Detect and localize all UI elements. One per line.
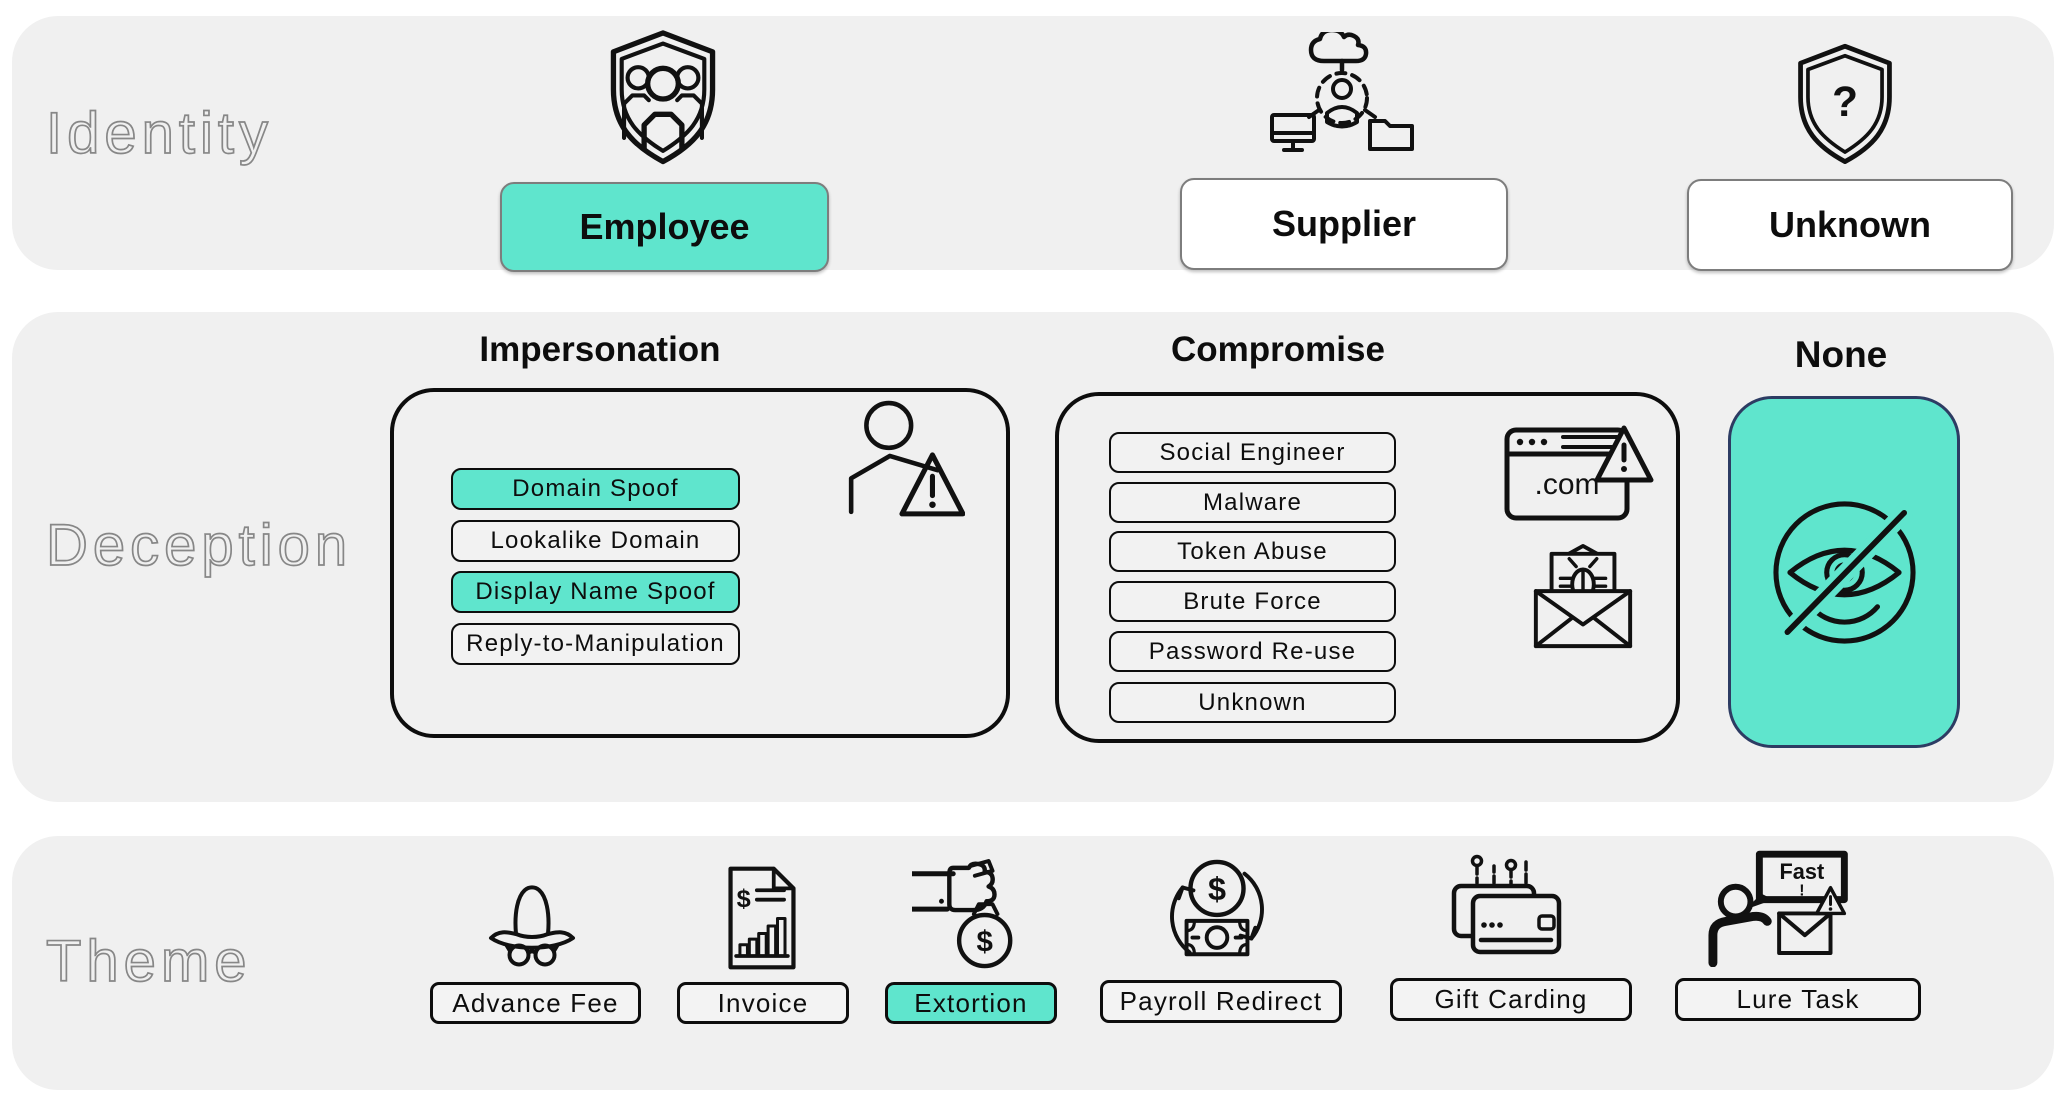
deception-option-brute-force[interactable]: Brute Force xyxy=(1109,581,1396,622)
pill-label: Display Name Spoof xyxy=(475,578,716,605)
eye-slash-icon xyxy=(1772,500,1916,644)
dot-com-text: .com xyxy=(1534,468,1599,501)
compromise-group-box: Social Engineer Malware Token Abuse Brut… xyxy=(1055,392,1680,743)
identity-option-employee[interactable]: Employee xyxy=(500,182,829,272)
theme-option-gift-carding[interactable]: Gift Carding xyxy=(1390,978,1632,1021)
identity-option-label: Unknown xyxy=(1769,204,1931,245)
pill-label: Lure Task xyxy=(1736,984,1860,1014)
deception-option-none[interactable] xyxy=(1728,396,1960,748)
deception-option-malware[interactable]: Malware xyxy=(1109,482,1396,523)
fist-money-bag-icon: $ xyxy=(912,859,1013,969)
deception-option-lookalike-domain[interactable]: Lookalike Domain xyxy=(451,520,740,562)
deception-option-social-engineer[interactable]: Social Engineer xyxy=(1109,432,1396,473)
pill-label: Payroll Redirect xyxy=(1119,986,1323,1016)
impersonation-group-title: Impersonation xyxy=(479,330,721,369)
identity-option-label: Employee xyxy=(579,206,750,247)
gift-card-icon xyxy=(1451,854,1562,955)
pill-label: Reply-to-Manipulation xyxy=(466,630,725,657)
identity-row-label: Identity xyxy=(45,100,273,167)
deception-row-label: Deception xyxy=(45,512,353,579)
payroll-cycle-icon: $ xyxy=(1170,859,1264,957)
spy-hat-mask-icon xyxy=(489,885,575,967)
pill-label: Malware xyxy=(1202,488,1303,516)
deception-row-panel xyxy=(12,312,2054,802)
malicious-email-bug-icon xyxy=(1533,543,1633,649)
deception-option-token-abuse[interactable]: Token Abuse xyxy=(1109,531,1396,572)
dollar-glyph: $ xyxy=(976,925,992,958)
pill-label: Token Abuse xyxy=(1177,537,1328,565)
theme-option-lure-task[interactable]: Lure Task xyxy=(1675,978,1921,1021)
malicious-domain-browser-icon: .com xyxy=(1504,425,1654,521)
deception-option-display-name-spoof[interactable]: Display Name Spoof xyxy=(451,571,740,613)
shield-group-icon xyxy=(610,30,716,165)
impersonation-group-box: Domain Spoof Lookalike Domain Display Na… xyxy=(390,388,1010,738)
identity-option-unknown[interactable]: Unknown xyxy=(1687,179,2013,271)
shield-question-icon: ? xyxy=(1798,43,1892,164)
pill-label: Advance Fee xyxy=(452,987,619,1018)
deception-option-domain-spoof[interactable]: Domain Spoof xyxy=(451,468,740,510)
lure-task-person-icon: Fast ! xyxy=(1708,850,1848,967)
theme-option-invoice[interactable]: Invoice xyxy=(677,982,849,1024)
invoice-document-icon: $ xyxy=(728,866,796,970)
impersonator-warning-icon xyxy=(848,400,965,517)
pill-label: Gift Carding xyxy=(1434,984,1588,1014)
theme-option-advance-fee[interactable]: Advance Fee xyxy=(430,982,641,1024)
pill-label: Unknown xyxy=(1198,688,1307,716)
pill-label: Social Engineer xyxy=(1159,438,1346,466)
theme-row-label: Theme xyxy=(45,928,252,995)
pill-label: Password Re-use xyxy=(1148,637,1357,665)
deception-option-reply-to-manipulation[interactable]: Reply-to-Manipulation xyxy=(451,623,740,665)
pill-label: Lookalike Domain xyxy=(490,527,701,554)
pill-label: Extortion xyxy=(914,987,1028,1018)
none-group-title: None xyxy=(1794,334,1888,375)
fast-bubble-text: Fast xyxy=(1780,859,1825,884)
pill-label: Invoice xyxy=(717,987,809,1018)
theme-option-extortion[interactable]: Extortion xyxy=(885,982,1057,1024)
identity-option-label: Supplier xyxy=(1271,203,1417,244)
pill-label: Domain Spoof xyxy=(512,475,679,502)
question-glyph: ? xyxy=(1832,78,1858,125)
compromise-group-title: Compromise xyxy=(1171,330,1385,369)
pill-label: Brute Force xyxy=(1183,587,1322,615)
identity-option-supplier[interactable]: Supplier xyxy=(1180,178,1508,270)
dollar-glyph: $ xyxy=(737,885,751,913)
cloud-person-network-icon xyxy=(1270,32,1414,152)
deception-option-unknown[interactable]: Unknown xyxy=(1109,682,1396,723)
dollar-glyph: $ xyxy=(1208,871,1226,907)
deception-option-password-reuse[interactable]: Password Re-use xyxy=(1109,631,1396,672)
bubble-exclamation: ! xyxy=(1799,883,1804,900)
theme-option-payroll-redirect[interactable]: Payroll Redirect xyxy=(1100,980,1342,1023)
